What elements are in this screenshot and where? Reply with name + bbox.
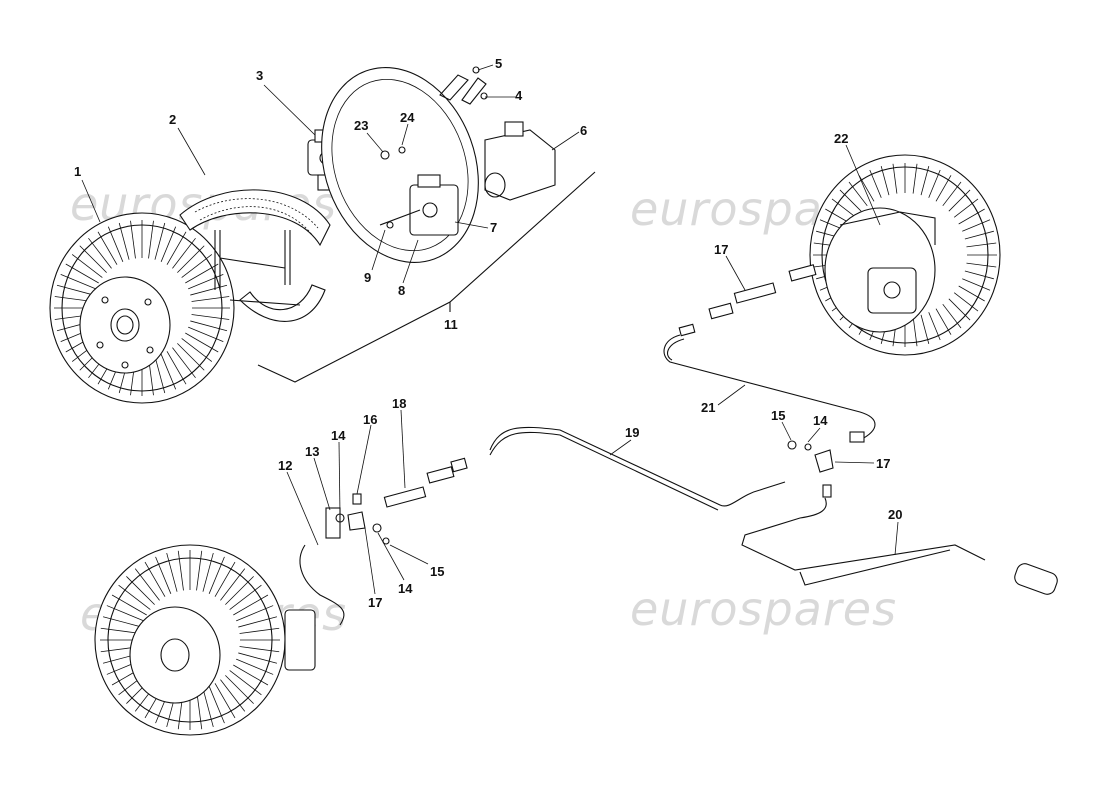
brake-adjuster (379, 174, 459, 236)
flex-hose-rear (678, 264, 817, 337)
label-part-24: 24 (400, 110, 415, 125)
label-part-4: 4 (515, 88, 523, 103)
label-part-9: 9 (364, 270, 371, 285)
rear-t-fitting (787, 440, 834, 498)
label-part-21: 21 (701, 400, 715, 415)
backing-plate (321, 67, 479, 263)
label-part-17-b: 17 (714, 242, 728, 257)
flex-hose-front (383, 457, 468, 508)
label-part-23: 23 (354, 118, 368, 133)
label-part-17-a: 17 (368, 595, 382, 610)
assembly-bracket (257, 171, 596, 383)
label-part-15-a: 15 (430, 564, 444, 579)
brake-valve-body (484, 121, 556, 201)
label-part-12: 12 (278, 458, 292, 473)
label-part-17-c: 17 (876, 456, 890, 471)
label-part-14-c: 14 (813, 413, 828, 428)
label-part-18: 18 (392, 396, 406, 411)
label-part-3: 3 (256, 68, 263, 83)
label-part-8: 8 (398, 283, 405, 298)
brake-shoes (179, 189, 331, 322)
label-part-19: 19 (625, 425, 639, 440)
brake-pipe-21 (663, 334, 876, 443)
watermark-4: eurospares (630, 582, 897, 636)
brake-pipe-20 (741, 497, 1058, 595)
brake-drum-front (49, 212, 235, 404)
label-part-5: 5 (495, 56, 502, 71)
part-labels: 1 2 3 4 5 6 7 8 9 11 12 13 14 14 14 15 1… (74, 56, 902, 610)
label-part-11: 11 (444, 317, 458, 332)
label-part-6: 6 (580, 123, 587, 138)
label-part-2: 2 (169, 112, 176, 127)
label-part-22: 22 (834, 131, 848, 146)
front-bracket-assembly (325, 493, 390, 545)
label-part-13: 13 (305, 444, 319, 459)
brake-drum-rear (809, 154, 1001, 356)
label-part-20: 20 (888, 507, 902, 522)
brake-pipe-19 (489, 426, 786, 511)
retaining-clips (439, 66, 488, 105)
leader-lines (81, 64, 899, 595)
label-part-1: 1 (74, 164, 81, 179)
label-part-15-b: 15 (771, 408, 785, 423)
label-part-7: 7 (490, 220, 497, 235)
label-part-16: 16 (363, 412, 377, 427)
label-part-14-b: 14 (398, 581, 413, 596)
brake-drum-front-lower (94, 544, 345, 736)
label-part-14-a: 14 (331, 428, 346, 443)
